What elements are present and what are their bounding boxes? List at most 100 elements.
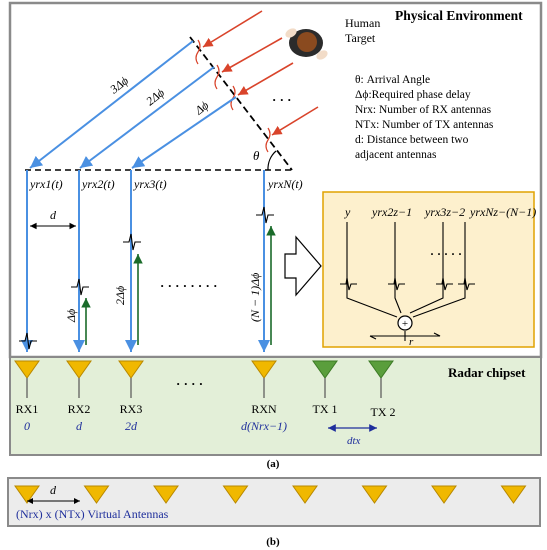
sum-node-icon [397,315,413,331]
antenna-pos-rx1: 0 [24,419,30,433]
propagation-paths [29,40,237,169]
path-rx1 [29,40,194,169]
wavefront-line [189,36,293,171]
delay-arrows [81,226,276,345]
combiner-pulse-2 [388,277,405,291]
middle-dots: · · · · · · · · [160,278,217,293]
combiner-pulse-4 [458,277,475,291]
path-rx3 [131,96,237,169]
combiner-input-4: yrxNz−(N−1) [469,205,536,219]
caption-a: (a) [267,458,280,470]
chip-dots: · · · · [176,376,203,391]
legend-line-1: θ: Arrival Angle [355,74,430,86]
tx-spacing-label: dtx [347,435,361,447]
target-label-line1: Human [345,16,380,30]
antenna-pos-rx2: d [76,419,83,433]
feed-lines [21,170,270,352]
theta-arc [267,150,277,171]
combiner-input-2: yrx2z−1 [371,205,412,219]
virtual-antenna-3 [153,485,179,504]
combiner-input-1: y [344,205,351,219]
virtual-spacing-label: d [50,483,57,497]
combiner-box [322,191,535,348]
delay-label-rx2: Δϕ [64,309,78,323]
delay-labels: Δϕ 2Δϕ (N − 1)Δϕ [64,273,262,323]
antenna-name-rxn: RXN [251,402,277,416]
spacing-label: d [50,208,57,222]
legend-line-3: Nrx: Number of RX antennas [355,104,492,116]
pulses [19,206,274,350]
combiner-input-3: yrx3z−2 [424,205,465,219]
signal-label-rxn: yrxN(t) [267,177,303,191]
virtual-antenna-5 [292,485,318,504]
combiner-pulse-1 [340,277,357,291]
antenna-positions: 0 d 2d d(Nrx−1) [24,419,287,433]
combiner-output-label: r [409,336,414,348]
human-target-icon [285,28,328,60]
virtual-antenna-1 [14,485,40,504]
wave-arrow-4 [271,106,319,136]
virtual-antenna-2 [83,485,110,504]
wave-arrow-2 [221,37,283,73]
sum-symbol: + [402,318,408,330]
tx-antennas [312,360,394,398]
antenna-rx2 [66,360,92,398]
virtual-antenna-4 [222,485,249,504]
pulse-rxn [256,206,274,224]
wave-arrow-3 [237,62,294,96]
combiner-branch-1 [346,222,398,318]
antenna-names: RX1 RX2 RX3 RXN TX 1 TX 2 [16,402,396,419]
virtual-antenna-7 [431,485,457,504]
incoming-waves [202,10,319,136]
pulse-rx1 [19,332,37,350]
legend-line-6: adjacent antennas [355,149,437,161]
signal-label-rx1: yrx1(t) [29,177,63,191]
antenna-name-tx1: TX 1 [313,402,338,416]
antenna-name-rx2: RX2 [68,402,91,416]
delay-label-rx3: 2Δϕ [113,286,127,305]
radar-chipset-title: Radar chipset [448,365,526,380]
combiner-branch-3 [409,222,444,314]
antenna-name-rx1: RX1 [16,402,39,416]
physical-environment-title: Physical Environment [395,8,523,23]
combiner-lines [340,222,475,341]
virtual-antennas [14,485,527,504]
combiner-output-pulse [369,332,441,340]
wave-dots: · · · [272,92,292,107]
combiner-pulse-3 [436,277,453,291]
antenna-tx1 [312,360,338,398]
antenna-pos-rxn: d(Nrx−1) [241,419,287,433]
antenna-name-tx2: TX 2 [371,405,396,419]
combiner-dots: · · · · · [430,247,462,261]
target-label-line2: Target [345,31,376,45]
legend-line-4: NTx: Number of TX antennas [355,119,494,131]
signal-labels: yrx1(t) yrx2(t) yrx3(t) yrxN(t) [29,177,303,191]
virtual-antennas-label: (Nrx) x (NTx) Virtual Antennas [16,507,169,521]
delay-label-rxn: (N − 1)Δϕ [248,273,262,322]
antenna-tx2 [368,360,394,398]
antenna-rx1 [14,360,40,398]
combiner-inputs: y yrx2z−1 yrx3z−2 yrxNz−(N−1) [344,205,536,219]
pulse-rx3 [123,233,141,251]
wave-arrow-1 [202,10,263,48]
legend-line-5: d: Distance between two [355,134,469,146]
virtual-antenna-8 [500,485,527,504]
antenna-rx3 [118,360,144,398]
combiner-branch-2 [394,222,402,314]
virtual-antenna-6 [361,485,388,504]
theta-label: θ [253,148,260,163]
antenna-pos-rx3: 2d [125,419,138,433]
combine-arrow-icon [284,235,322,297]
signal-label-rx3: yrx3(t) [133,177,167,191]
rx-antennas [14,360,277,398]
combiner-branch-4 [412,222,466,318]
signal-label-rx2: yrx2(t) [81,177,115,191]
antenna-name-rx3: RX3 [120,402,143,416]
path-rx2 [79,66,215,169]
caption-b: (b) [266,536,280,548]
legend: θ: Arrival Angle Δϕ:Required phase delay… [355,74,494,161]
antenna-rxn [251,360,277,398]
legend-line-2: Δϕ:Required phase delay [355,89,471,101]
